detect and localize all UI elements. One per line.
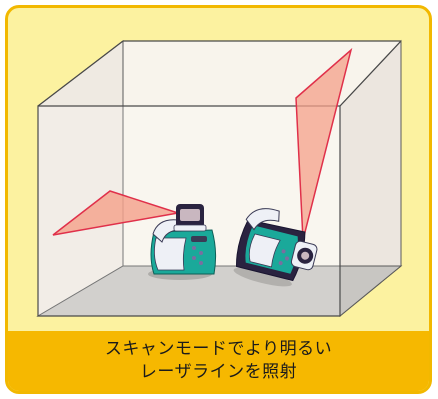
laser-scan-illustration [36, 39, 403, 318]
caption-line-2: レーザラインを照射 [139, 362, 298, 382]
horizontal-laser-plane [52, 190, 179, 236]
vertical-laser-plane [295, 47, 353, 241]
laser-level-left [148, 204, 217, 280]
caption-banner: スキャンモードでより明るい レーザラインを照射 [8, 331, 429, 391]
laser-level-right [233, 208, 318, 287]
room-box [36, 39, 403, 318]
caption-line-1: スキャンモードでより明るい [104, 339, 333, 359]
illustration-card: スキャンモードでより明るい レーザラインを照射 [5, 5, 432, 394]
